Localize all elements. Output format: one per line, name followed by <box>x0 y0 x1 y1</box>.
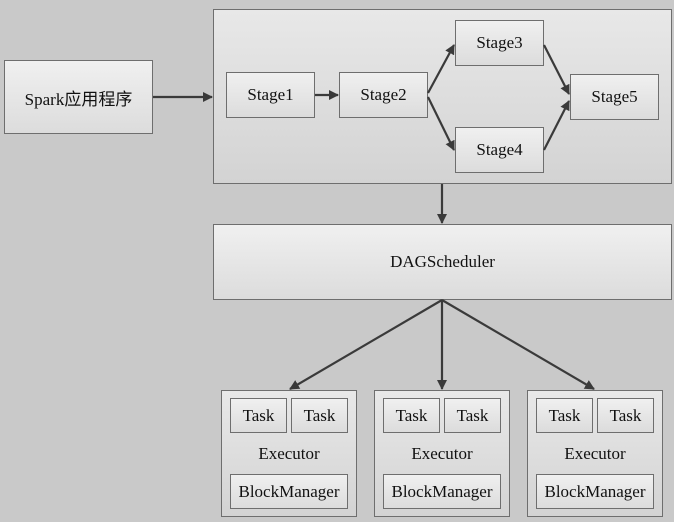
task-label: Task <box>456 405 489 425</box>
spark-app-box: Spark应用程序 <box>4 60 153 134</box>
executor-1-task-1: Task <box>230 398 287 433</box>
arrow-stage2-to-stage3 <box>427 44 455 94</box>
stage4-label: Stage4 <box>476 140 523 159</box>
arrow-scheduler-to-executor-1 <box>289 299 443 390</box>
stage3-box: Stage3 <box>455 20 544 66</box>
arrow-stage4-to-stage5 <box>543 100 570 151</box>
executor-2-label: Executor <box>411 444 473 463</box>
executor-1-task-2: Task <box>291 398 348 433</box>
executor-3-task-1: Task <box>536 398 593 433</box>
arrow-stage2-to-stage4 <box>427 96 455 151</box>
executor-3-label: Executor <box>564 444 626 463</box>
task-label: Task <box>242 405 275 425</box>
executor-1-blockmanager: BlockManager <box>230 474 348 509</box>
task-label: Task <box>609 405 642 425</box>
task-label: Task <box>395 405 428 425</box>
stage5-box: Stage5 <box>570 74 659 120</box>
stage5-label: Stage5 <box>591 87 638 106</box>
executor-1-label: Executor <box>258 444 320 463</box>
stage1-label: Stage1 <box>247 85 294 104</box>
arrow-stage3-to-stage5 <box>543 44 570 95</box>
blockmanager-label: BlockManager <box>238 481 340 501</box>
dagscheduler-label: DAGScheduler <box>390 252 495 271</box>
stage2-label: Stage2 <box>360 85 407 104</box>
executor-2-task-2: Task <box>444 398 501 433</box>
spark-app-label: Spark应用程序 <box>24 89 133 109</box>
arrow-scheduler-to-executor-3 <box>441 299 595 390</box>
dagscheduler-box: DAGScheduler <box>213 224 672 300</box>
executor-3-blockmanager: BlockManager <box>536 474 654 509</box>
executor-3-task-2: Task <box>597 398 654 433</box>
task-label: Task <box>548 405 581 425</box>
blockmanager-label: BlockManager <box>544 481 646 501</box>
stage2-box: Stage2 <box>339 72 428 118</box>
executor-2-task-1: Task <box>383 398 440 433</box>
task-label: Task <box>303 405 336 425</box>
stage4-box: Stage4 <box>455 127 544 173</box>
stage1-box: Stage1 <box>226 72 315 118</box>
stage3-label: Stage3 <box>476 33 523 52</box>
executor-2-blockmanager: BlockManager <box>383 474 501 509</box>
blockmanager-label: BlockManager <box>391 481 493 501</box>
